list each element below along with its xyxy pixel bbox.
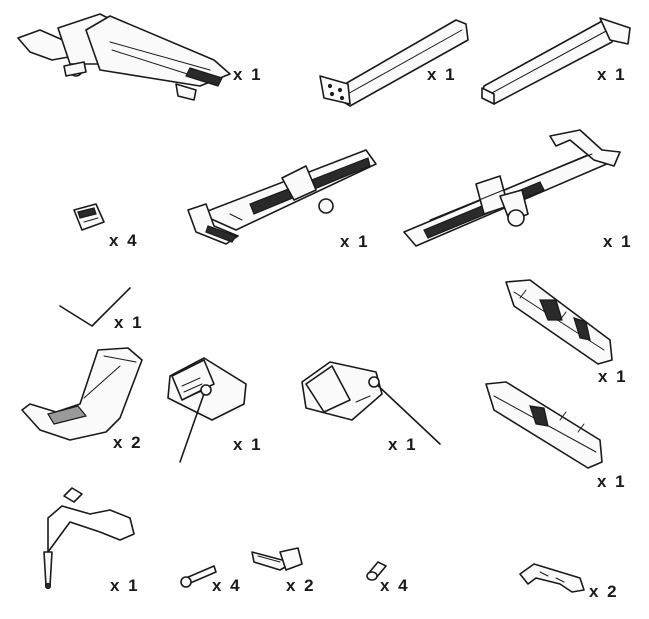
qty-pin: x 4 [212, 576, 242, 595]
qty-wheel-cradle: x 2 [113, 433, 143, 452]
wheel-cradle-illustration [21, 347, 143, 441]
key-illustration [251, 547, 303, 571]
main-tray-assembly-illustration [17, 13, 231, 101]
qty-key: x 2 [286, 576, 316, 595]
cable-lock-illustration [43, 487, 135, 590]
qty-wheel-tray-right: x 1 [603, 232, 633, 251]
qty-main-tray-assembly: x 1 [233, 65, 263, 84]
hex-key-illustration [59, 287, 131, 327]
bolt-illustration [366, 561, 387, 581]
wheel-tray-left-illustration [187, 149, 377, 245]
qty-bolt: x 4 [380, 576, 410, 595]
frame-clamp-a-illustration [167, 357, 247, 463]
qty-long-rail-b: x 1 [597, 65, 627, 84]
qty-bracket-top: x 1 [598, 367, 628, 386]
qty-wheel-tray-left: x 1 [340, 232, 370, 251]
qty-strap-hook: x 2 [589, 582, 619, 601]
qty-cable-lock: x 1 [110, 576, 140, 595]
long-rail-a-illustration [319, 19, 469, 107]
qty-frame-clamp-b: x 1 [388, 435, 418, 454]
bracket-top-illustration [505, 279, 613, 365]
long-rail-b-illustration [481, 17, 631, 105]
strap-buckle-illustration [73, 203, 105, 231]
bracket-bottom-illustration [485, 381, 603, 469]
qty-hex-key: x 1 [114, 313, 144, 332]
qty-frame-clamp-a: x 1 [233, 435, 263, 454]
frame-clamp-b-illustration [301, 361, 441, 445]
wheel-tray-right-illustration [403, 129, 621, 247]
pin-illustration [180, 565, 217, 588]
qty-strap-buckle: x 4 [109, 231, 139, 250]
qty-bracket-bottom: x 1 [597, 472, 627, 491]
strap-hook-illustration [519, 563, 585, 593]
qty-long-rail-a: x 1 [427, 65, 457, 84]
